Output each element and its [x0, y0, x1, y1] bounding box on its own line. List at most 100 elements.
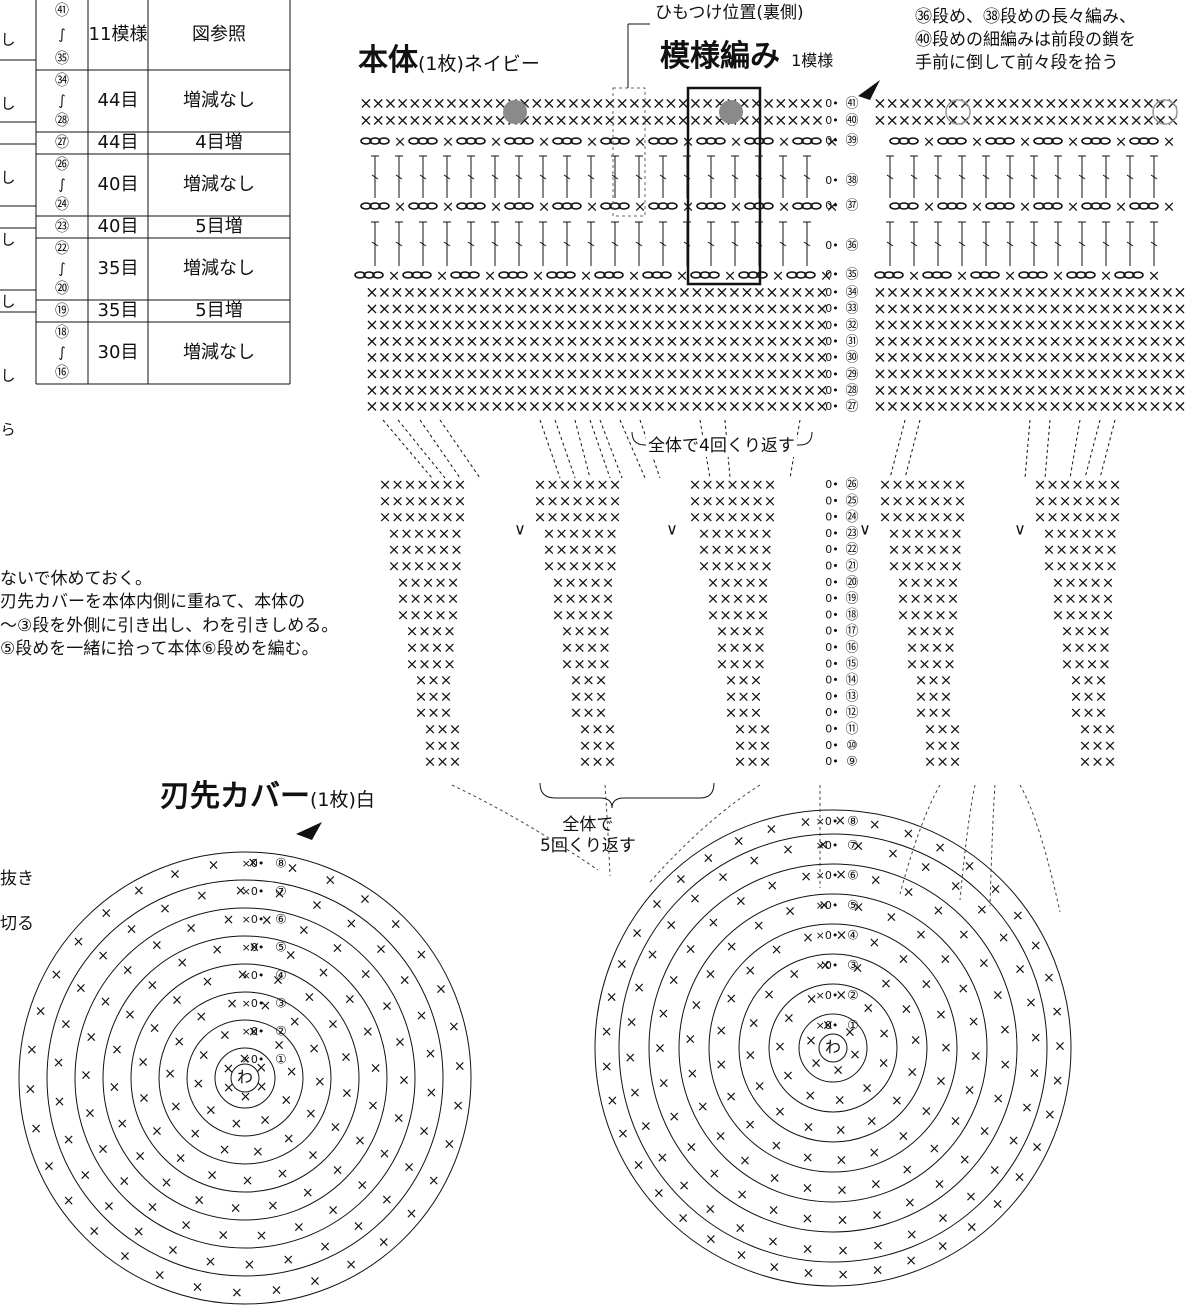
- wedge-block-5: ×: [1095, 687, 1108, 705]
- sc-grid-row: ×: [690, 364, 703, 383]
- sc-grid-row: ×: [653, 283, 666, 302]
- wedge-block-1: ×: [404, 508, 417, 526]
- body-disc-stitch: ×: [736, 1248, 748, 1264]
- sc-grid-row: ×: [503, 348, 516, 367]
- sc-row-41-left: ×: [628, 94, 641, 113]
- treble-row-36b-bar: [910, 241, 918, 247]
- wedge-block-5: ×: [1086, 655, 1099, 673]
- wedge-block-1: ×: [450, 541, 463, 559]
- sc-grid-row: ×: [565, 397, 578, 416]
- wedge-block-1: ×: [443, 655, 456, 673]
- wedge-block-5: ×: [1046, 476, 1059, 494]
- sc-grid-row: ×: [628, 283, 641, 302]
- body-disc-stitch: ×: [616, 957, 628, 973]
- sc-grid-row: ×: [403, 283, 416, 302]
- row-39-sc: ×: [442, 133, 455, 151]
- sc-row-40-left: ×: [518, 111, 531, 130]
- row-35b-chain: [922, 271, 934, 279]
- sc-grid-row: ×: [653, 299, 666, 318]
- row-37b-chain: [994, 202, 1006, 210]
- sc-grid-row-right: ×: [986, 299, 999, 318]
- body-disc-stitch: ×: [835, 1123, 847, 1139]
- repeat-5-bracket: [539, 782, 715, 809]
- chain-slip-mark: 0•: [825, 400, 839, 413]
- sc-grid-row: ×: [628, 299, 641, 318]
- sc-grid-row-right: ×: [1123, 283, 1136, 302]
- sc-row-40-left: ×: [481, 111, 494, 130]
- sc-grid-row: ×: [540, 283, 553, 302]
- wedge-block-1: ×: [391, 508, 404, 526]
- sc-grid-row-right: ×: [911, 364, 924, 383]
- body-disc-stitch: ×: [691, 998, 703, 1014]
- treble-row-38b-bar: [1030, 174, 1038, 180]
- row-37-chain: [753, 202, 765, 210]
- sc-grid-row: ×: [465, 380, 478, 399]
- body-disc-stitch: ×: [633, 1157, 645, 1173]
- row-39-chain: [408, 137, 420, 145]
- sc-grid-row-right: ×: [1048, 397, 1061, 416]
- disc-connector: [649, 784, 761, 883]
- sc-grid-row: ×: [753, 283, 766, 302]
- body-disc-row-mark: ×0•: [816, 869, 839, 882]
- sc-row-40-right: ×: [1166, 111, 1179, 130]
- sc-grid-row: ×: [678, 380, 691, 399]
- wedge-block-4: ×: [916, 492, 929, 510]
- wedge-block-1: ×: [388, 524, 401, 542]
- sc-grid-row-right: ×: [1098, 380, 1111, 399]
- body-disc-stitch: ×: [999, 1022, 1011, 1038]
- row-39-chain: [456, 137, 468, 145]
- body-disc-stitch: ×: [687, 1066, 699, 1082]
- sc-grid-row: ×: [490, 283, 503, 302]
- cover-stitch: ×: [319, 1239, 331, 1255]
- wedge-block-2: ×: [596, 476, 609, 494]
- chain-slip-mark: 0•: [825, 351, 839, 364]
- treble-row-38b-bar: [1054, 174, 1062, 180]
- sc-grid-row: ×: [815, 364, 828, 383]
- treble-row-36b-bar: [1150, 241, 1158, 247]
- treble-row-36-bar: [611, 241, 619, 247]
- wedge-block-5: ×: [1080, 524, 1093, 542]
- sc-grid-row-right: ×: [1111, 283, 1124, 302]
- cover-stitch: ×: [367, 1098, 379, 1114]
- cover-stitch: ×: [205, 1254, 217, 1270]
- wedge-block-3: ×: [716, 655, 729, 673]
- body-disc-stitch: ×: [658, 1006, 670, 1022]
- wedge-block-2: ×: [604, 736, 617, 754]
- dashed-connector: [1099, 419, 1116, 479]
- wedge-block-4: ×: [950, 524, 963, 542]
- wedge-block-5: ×: [1034, 492, 1047, 510]
- body-disc-stitch: ×: [902, 826, 914, 842]
- sc-grid-row: ×: [665, 315, 678, 334]
- chain-slip-mark: 0•: [825, 286, 839, 299]
- row-35-sc: ×: [484, 267, 497, 285]
- sc-grid-row: ×: [753, 299, 766, 318]
- row-39-chain: [618, 137, 630, 145]
- wedge-block-4: ×: [938, 541, 951, 559]
- sc-row-41-left: ×: [762, 94, 775, 113]
- sc-grid-row: ×: [515, 315, 528, 334]
- wedge-block-3: ×: [726, 508, 739, 526]
- sc-grid-row-right: ×: [923, 331, 936, 350]
- sc-grid-row: ×: [615, 315, 628, 334]
- treble-row-38-bar: [563, 174, 571, 180]
- cover-row-number: ⑤: [275, 941, 287, 956]
- body-disc-stitch: ×: [703, 850, 715, 866]
- wedge-block-1: ×: [418, 622, 431, 640]
- body-disc-stitch: ×: [629, 1085, 641, 1101]
- sc-row-41-right: ×: [1142, 94, 1155, 113]
- sc-grid-row: ×: [528, 348, 541, 367]
- chain-slip-mark: 0•: [825, 755, 839, 768]
- wedge-block-4: ×: [924, 736, 937, 754]
- sc-grid-row: ×: [790, 364, 803, 383]
- row-35b-sc: ×: [956, 267, 969, 285]
- cover-stitch: ×: [356, 1177, 368, 1193]
- sc-grid-row: ×: [790, 397, 803, 416]
- cover-row-number: ⑧: [275, 857, 287, 872]
- sc-grid-row: ×: [403, 364, 416, 383]
- row-number-middle: ⑯: [845, 641, 858, 656]
- table-stitch-count: 40目: [98, 216, 139, 237]
- body-disc-stitch: ×: [640, 1119, 652, 1135]
- sc-grid-row: ×: [540, 315, 553, 334]
- sc-grid-row: ×: [453, 348, 466, 367]
- body-disc-stitch: ×: [853, 899, 865, 915]
